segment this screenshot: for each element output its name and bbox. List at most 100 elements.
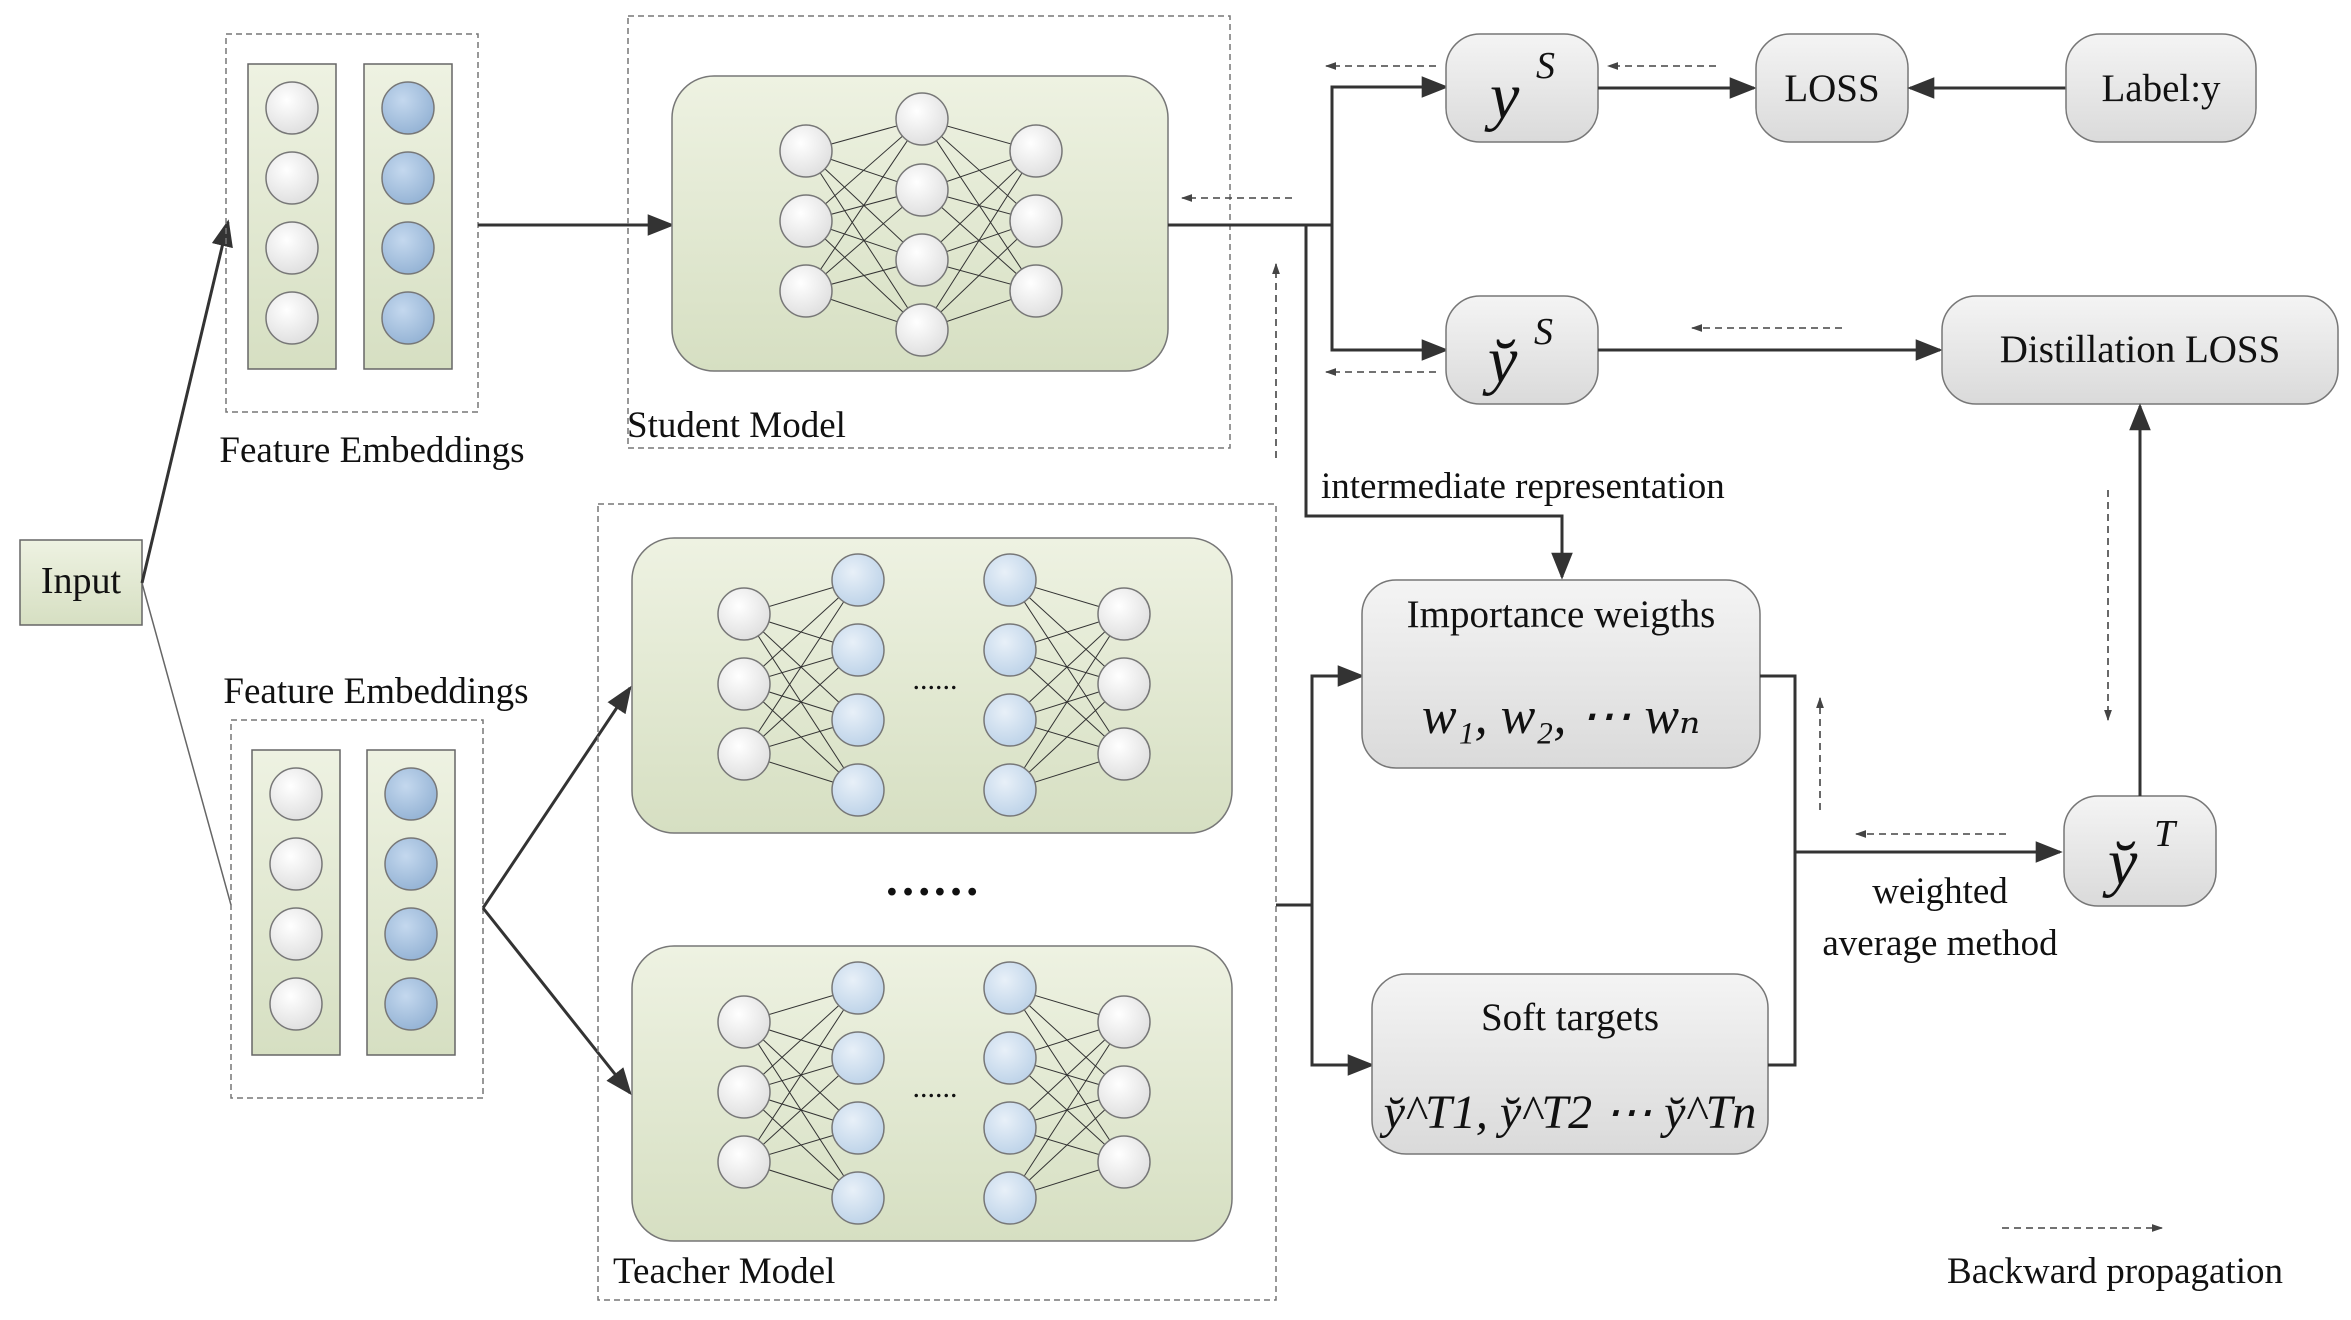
student-neuron — [895, 303, 949, 357]
y-t-sup: T — [2154, 813, 2178, 855]
teacher-neuron — [983, 1171, 1037, 1225]
teacher-neuron — [831, 1101, 885, 1155]
student-neuron — [779, 124, 833, 178]
teacher-inner-ellipsis-n: ...... — [913, 1071, 958, 1104]
embedding-node — [384, 837, 438, 891]
student-neuron — [1009, 264, 1063, 318]
embedding-node — [269, 907, 323, 961]
teacher-neuron — [717, 587, 771, 641]
y-s-base: y — [1484, 60, 1520, 133]
teacher-neuron — [1097, 727, 1151, 781]
teacher-neuron — [831, 553, 885, 607]
teacher-neuron — [717, 1135, 771, 1189]
label-node: Label:y — [2065, 33, 2257, 143]
network-edge — [921, 150, 1037, 331]
student-neuron — [779, 194, 833, 248]
weighted-label-line2: average method — [1822, 923, 2058, 964]
weighted-average-connectors — [1760, 674, 2063, 1067]
student-neuron — [1009, 194, 1063, 248]
student-model: Student Model — [627, 15, 1231, 449]
student-neuron — [895, 92, 949, 146]
teacher-neuron — [717, 727, 771, 781]
teacher-neuron — [831, 1171, 885, 1225]
student-output-connectors — [1168, 76, 1573, 580]
soft-targets-node: Soft targets y̆^T1, y̆^T2 ⋯ y̆^Tn — [1371, 973, 1769, 1155]
importance-weights-formula: w₁, w₂, ⋯ wₙ — [1422, 688, 1700, 745]
top-embedding-frame — [225, 33, 479, 413]
teacher-neuron — [983, 623, 1037, 677]
importance-weights-title: Importance weigths — [1407, 593, 1716, 636]
top-feature-embeddings: Feature Embeddings — [219, 33, 525, 471]
y-s-soft-sup: S — [1534, 311, 1553, 353]
distillation-loss-node: Distillation LOSS — [1941, 295, 2339, 405]
weighted-label-line1: weighted — [1872, 871, 2008, 912]
teacher-neuron — [983, 1031, 1037, 1085]
bottom-feature-embeddings: Feature Embeddings — [223, 671, 529, 1099]
teacher-neuron — [831, 1031, 885, 1085]
student-neuron — [895, 163, 949, 217]
network-edge — [1009, 1021, 1125, 1199]
legend: Backward propagation — [1947, 1224, 2283, 1292]
teacher-neuron — [831, 763, 885, 817]
network-edge — [743, 579, 859, 755]
embedding-node — [384, 907, 438, 961]
teacher-neuron — [717, 995, 771, 1049]
teacher-model: ...... ...... …… Teacher Model — [597, 503, 1277, 1301]
teacher-output-connectors — [1276, 665, 1375, 1076]
embedding-node — [381, 291, 435, 345]
embedding-node — [265, 151, 319, 205]
embedding-node — [265, 221, 319, 275]
backward-propagation-arrows — [1180, 62, 2112, 838]
embedding-node — [265, 81, 319, 135]
student-neuron — [1009, 124, 1063, 178]
student-output-node: y S — [1445, 33, 1599, 143]
teacher-neuron — [983, 961, 1037, 1015]
teacher-neuron — [831, 693, 885, 747]
teacher-between-ellipsis: …… — [884, 853, 980, 906]
y-t-base: y̆ — [2102, 826, 2138, 899]
embedding-node — [269, 767, 323, 821]
student-soft-output-node: y̆ S — [1445, 295, 1599, 405]
top-embedding-caption: Feature Embeddings — [219, 430, 524, 471]
teacher-neuron — [831, 623, 885, 677]
network-edge — [805, 118, 923, 292]
teacher-neuron — [1097, 1135, 1151, 1189]
loss-label: LOSS — [1784, 67, 1879, 110]
legend-label: Backward propagation — [1947, 1251, 2283, 1292]
soft-targets-title: Soft targets — [1481, 996, 1659, 1039]
distillation-loss-label: Distillation LOSS — [2000, 328, 2281, 371]
embedding-to-teacher-arrows — [481, 685, 632, 1096]
teacher-ensemble-output-node: y̆ T — [2063, 795, 2217, 907]
teacher-caption: Teacher Model — [613, 1251, 835, 1292]
teacher-neuron — [831, 961, 885, 1015]
label-text: Label:y — [2101, 67, 2221, 110]
student-frame — [627, 15, 1231, 449]
student-neuron — [779, 264, 833, 318]
teacher-frame — [597, 503, 1277, 1301]
embedding-node — [381, 221, 435, 275]
embedding-node — [265, 291, 319, 345]
bottom-embedding-caption: Feature Embeddings — [223, 671, 528, 712]
teacher-network-panel-1 — [631, 537, 1233, 834]
loss-node: LOSS — [1755, 33, 1909, 143]
teacher-network-panel-n — [631, 945, 1233, 1242]
teacher-neuron — [717, 657, 771, 711]
input-to-bottom-embedding-line — [141, 582, 232, 906]
soft-targets-formula: y̆^T1, y̆^T2 ⋯ y̆^Tn — [1379, 1086, 1757, 1139]
input-label: Input — [41, 560, 122, 602]
teacher-neuron — [983, 693, 1037, 747]
teacher-neuron — [717, 1065, 771, 1119]
teacher-inner-ellipsis-1: ...... — [913, 663, 958, 696]
y-s-soft-base: y̆ — [1482, 324, 1518, 397]
teacher-neuron — [1097, 995, 1151, 1049]
embedding-node — [381, 81, 435, 135]
teacher-neuron — [983, 1101, 1037, 1155]
embedding-node — [381, 151, 435, 205]
teacher-neuron — [983, 763, 1037, 817]
network-edge — [743, 987, 859, 1163]
embedding-node — [269, 977, 323, 1031]
student-neuron — [895, 233, 949, 287]
importance-weights-node: Importance weigths w₁, w₂, ⋯ wₙ — [1361, 579, 1761, 769]
embedding-node — [384, 767, 438, 821]
